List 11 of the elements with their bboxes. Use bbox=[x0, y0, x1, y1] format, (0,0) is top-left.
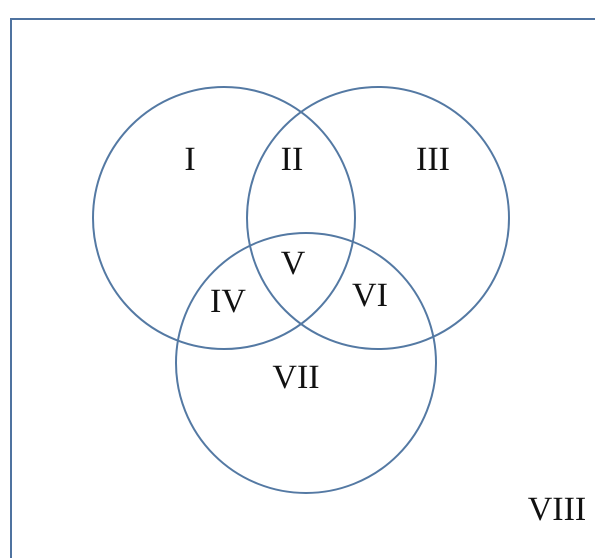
region-label: II bbox=[280, 142, 304, 178]
region-label: VI bbox=[352, 278, 388, 314]
region-label: VIII bbox=[528, 492, 586, 528]
universe-frame bbox=[10, 18, 595, 558]
set-circle bbox=[245, 85, 511, 351]
region-label: IV bbox=[210, 284, 246, 320]
region-label: VII bbox=[272, 360, 320, 396]
region-label: I bbox=[184, 142, 196, 178]
region-label: III bbox=[416, 142, 450, 178]
region-label: V bbox=[280, 246, 306, 282]
set-circle bbox=[174, 231, 438, 495]
